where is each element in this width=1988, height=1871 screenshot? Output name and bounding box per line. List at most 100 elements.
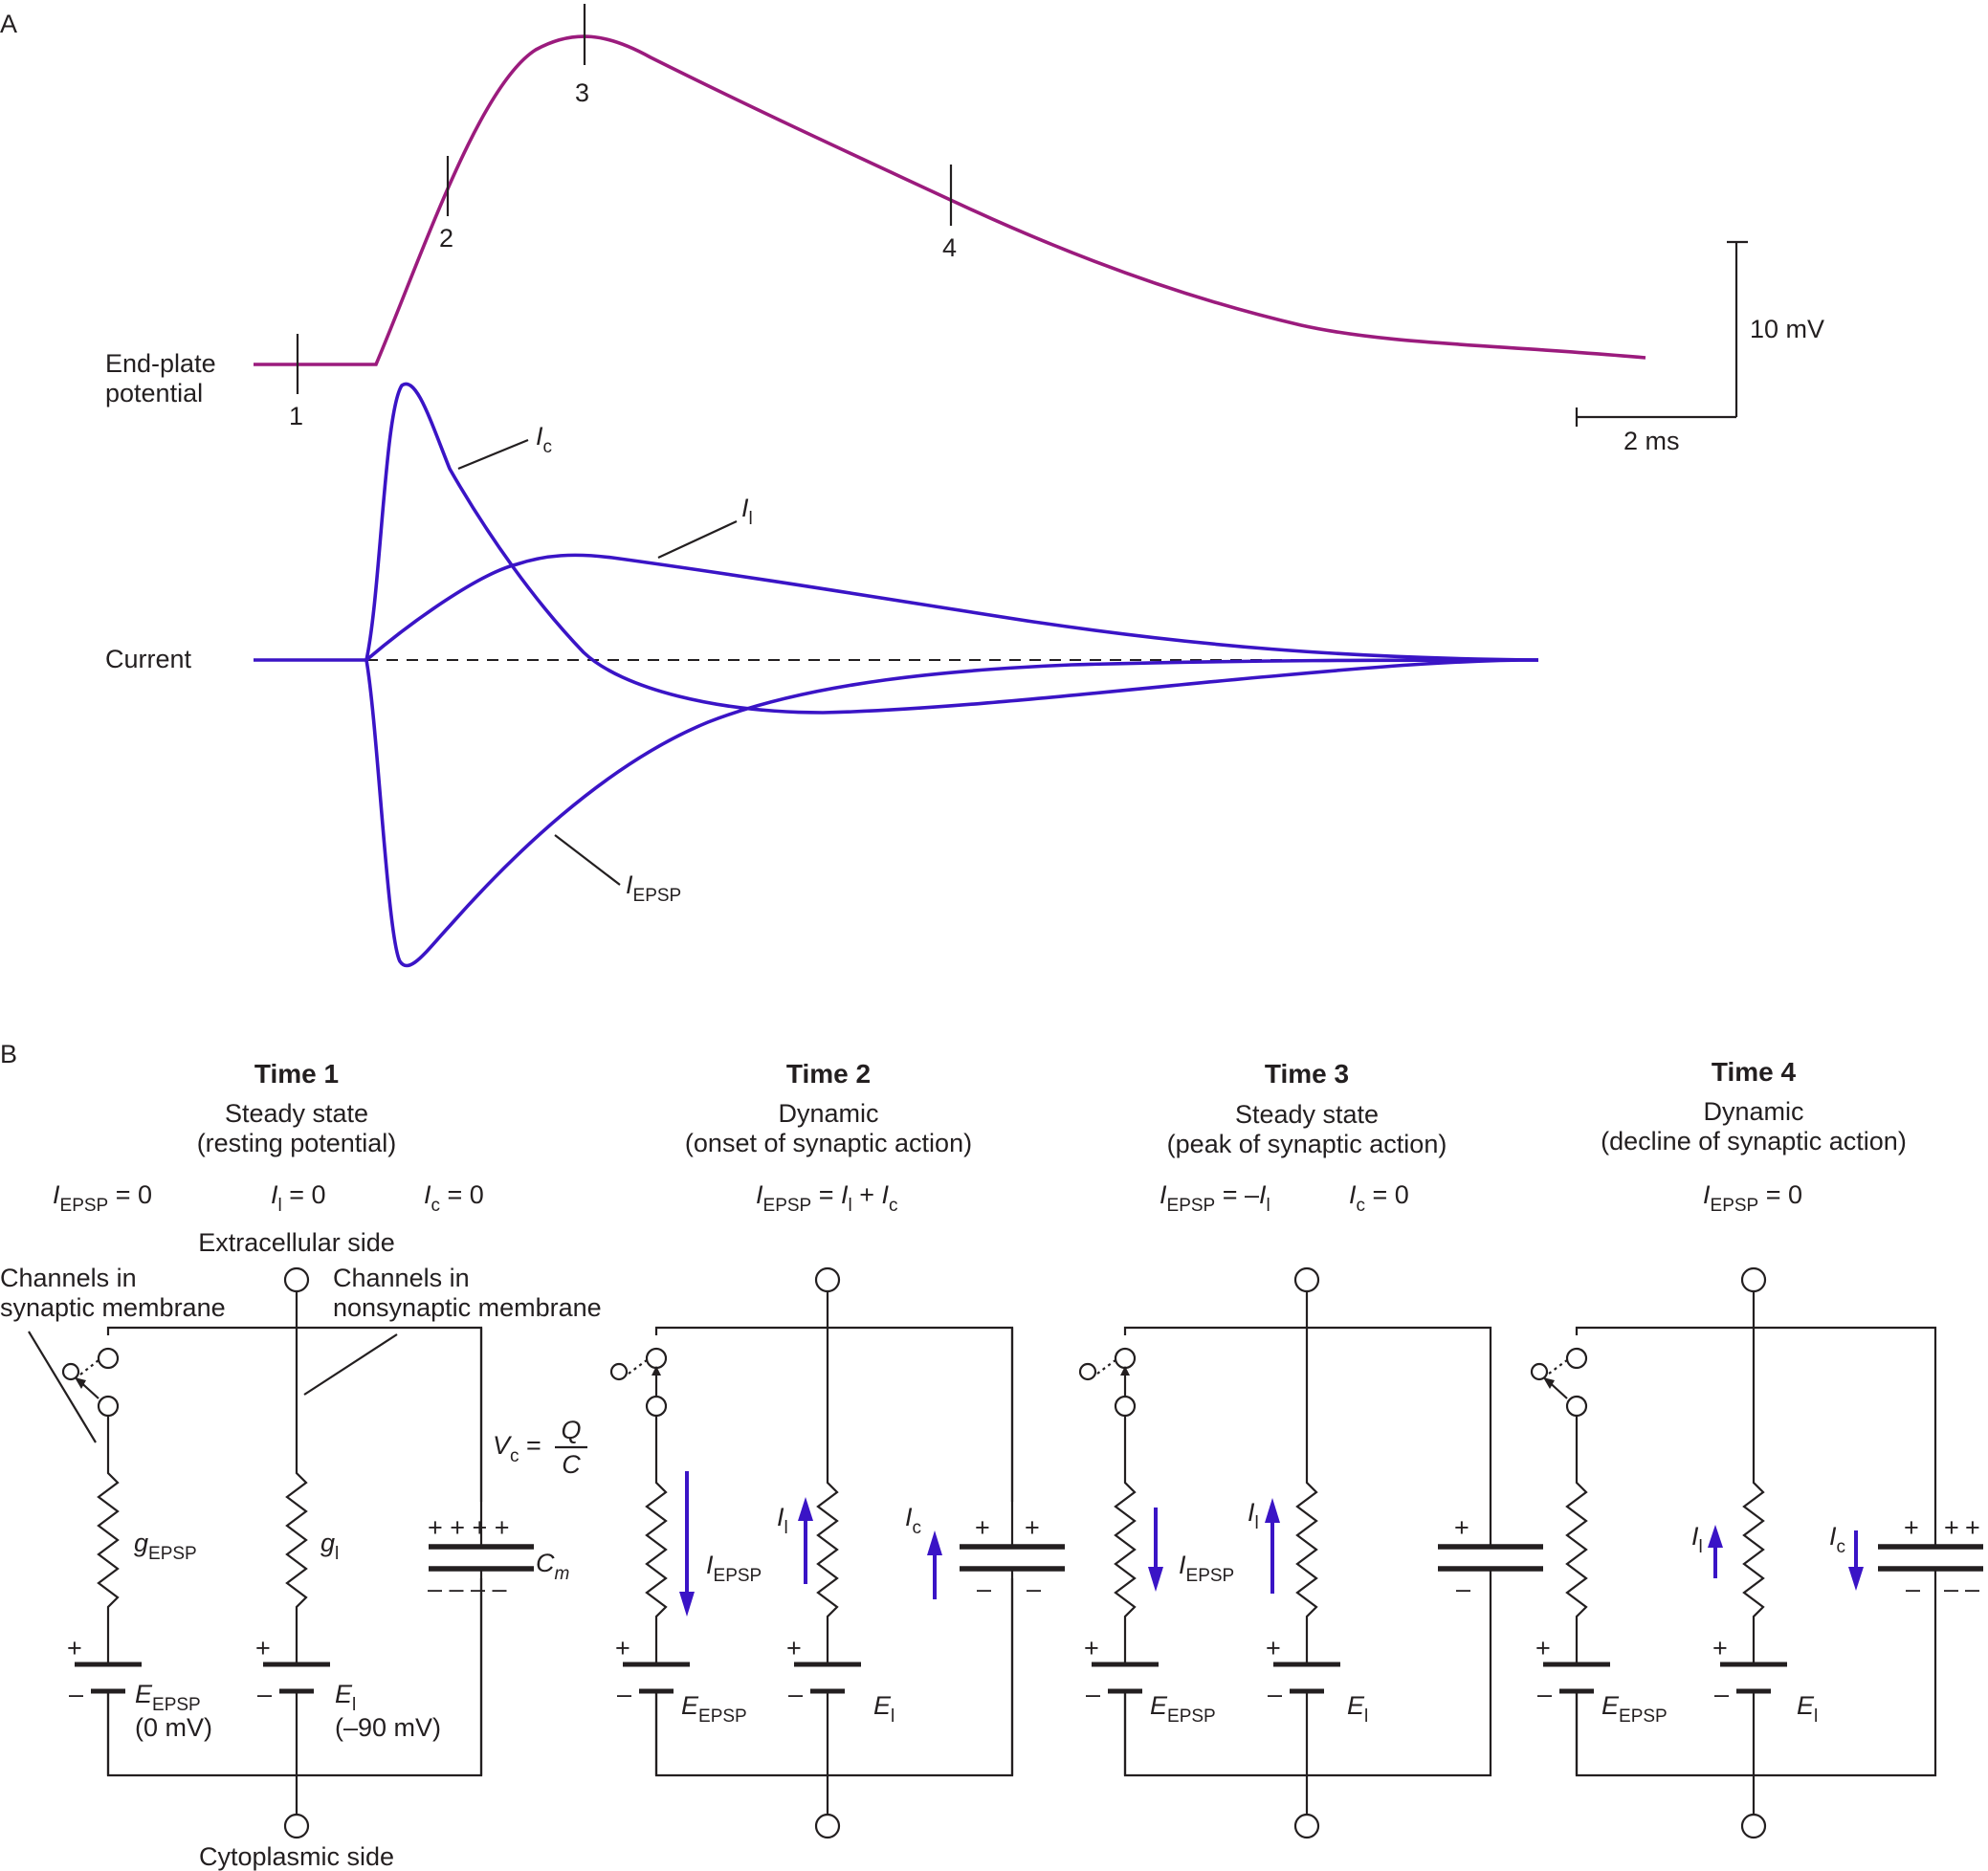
time4-equation: IEPSP = 0 — [1703, 1180, 1802, 1216]
time4-cap-plus-2: + — [1944, 1513, 1959, 1542]
tick-4-label: 4 — [942, 233, 957, 262]
time3-il-arrow — [1265, 1498, 1280, 1594]
time3-cytoplasmic-terminal — [1293, 1813, 1320, 1839]
ic-leader — [457, 438, 529, 471]
time3-g-l-resistor — [1295, 1291, 1318, 1662]
iepsp-leader — [554, 834, 621, 886]
iepsp-label: IEPSP — [626, 870, 681, 906]
il-label: Il — [741, 494, 753, 529]
time2-title: Time 2 — [786, 1059, 871, 1089]
time4-sub1: Dynamic — [1703, 1097, 1803, 1126]
time2-cap-minus-2: – — [1027, 1574, 1041, 1603]
time4-cap-minus-1: – — [1906, 1574, 1920, 1603]
time2-equation: IEPSP = Il + Ic — [756, 1180, 898, 1216]
cytoplasmic-terminal — [283, 1813, 310, 1839]
tick-2-label: 2 — [439, 224, 453, 253]
panel-a-label: A — [0, 10, 17, 38]
time3-synaptic-switch — [1078, 1347, 1137, 1418]
time4-extracellular-terminal — [1740, 1266, 1767, 1293]
time2-g-epsp-resistor — [645, 1416, 668, 1662]
time3-extracellular-terminal — [1293, 1266, 1320, 1293]
time4-il-arrow — [1708, 1525, 1723, 1578]
time4-title: Time 4 — [1712, 1057, 1797, 1087]
time1-vc-label: Vc = — [493, 1431, 541, 1466]
time2-e-l-label: El — [873, 1691, 895, 1727]
time3-ic-equation: Ic = 0 — [1349, 1180, 1409, 1216]
time4-ic-label: Ic — [1829, 1522, 1845, 1557]
il-leader — [657, 520, 738, 559]
time4-cap-minus-3: – — [1965, 1574, 1979, 1603]
extracellular-terminal — [283, 1266, 310, 1293]
time4-g-epsp-resistor — [1565, 1416, 1588, 1662]
time4-sub2: (decline of synaptic action) — [1601, 1127, 1907, 1156]
time3-g-epsp-resistor — [1114, 1416, 1137, 1662]
time3-cap-plus: + — [1454, 1513, 1469, 1542]
time4-e-l-minus: – — [1714, 1680, 1729, 1708]
time3-cap-minus: – — [1456, 1574, 1470, 1603]
scale-time-label: 2 ms — [1624, 427, 1680, 455]
tick-1-label: 1 — [289, 402, 303, 430]
extracellular-side-label: Extracellular side — [198, 1228, 395, 1257]
time1-c-label: C — [562, 1450, 581, 1479]
time2-synaptic-switch — [609, 1347, 668, 1418]
scale-bar — [1575, 240, 1748, 427]
time2-e-epsp-plus: + — [615, 1634, 630, 1662]
time4-cap-plus-1: + — [1904, 1513, 1919, 1542]
time3-panel: Time 3 Steady state (peak of synaptic ac… — [1078, 1059, 1543, 1839]
time1-capacitor-plus: + + + + — [428, 1513, 510, 1542]
time3-title: Time 3 — [1265, 1059, 1349, 1089]
leakage-current-trace — [364, 553, 1539, 662]
time2-iepsp-label: IEPSP — [706, 1551, 762, 1586]
time2-cap-plus-1: + — [975, 1513, 990, 1542]
time4-cap-plus-3: + — [1965, 1513, 1980, 1542]
time1-title: Time 1 — [254, 1059, 339, 1089]
time1-q-label: Q — [561, 1416, 581, 1444]
time1-cm-label: Cm — [536, 1549, 569, 1584]
tick-3-label: 3 — [575, 78, 589, 107]
time2-e-l-minus: – — [788, 1680, 803, 1708]
nonsynaptic-channels-label-line1: Channels in — [333, 1264, 470, 1292]
time3-sub2: (peak of synaptic action) — [1167, 1130, 1447, 1158]
time4-e-l-label: El — [1797, 1691, 1818, 1727]
time1-capacitor-minus: – – – – — [428, 1574, 507, 1603]
time4-synaptic-switch — [1530, 1347, 1588, 1418]
time2-extracellular-terminal — [814, 1266, 841, 1293]
capacitive-current-trace — [364, 382, 1539, 715]
time3-e-l-minus: – — [1268, 1680, 1282, 1708]
time1-g-l-label: gl — [320, 1529, 339, 1564]
time2-g-l-resistor — [816, 1291, 839, 1662]
time2-il-label: Il — [777, 1503, 788, 1538]
time3-il-label: Il — [1248, 1498, 1259, 1533]
time2-iepsp-arrow — [679, 1471, 695, 1617]
time1-e-l-minus: – — [257, 1680, 272, 1708]
time3-iepsp-arrow — [1148, 1508, 1163, 1592]
time4-cap-minus-2: – — [1944, 1574, 1958, 1603]
time1-e-l-plus: + — [255, 1634, 271, 1662]
time1-e-epsp-label: EEPSP — [135, 1680, 201, 1715]
time3-sub1: Steady state — [1235, 1100, 1379, 1129]
time4-e-epsp-minus: – — [1537, 1680, 1552, 1708]
time4-e-epsp-label: EEPSP — [1601, 1691, 1668, 1727]
time2-panel: Time 2 Dynamic (onset of synaptic action… — [609, 1059, 1065, 1839]
time4-panel: Time 4 Dynamic (decline of synaptic acti… — [1530, 1057, 1983, 1839]
current-label: Current — [105, 645, 192, 673]
epsp-current-trace — [364, 658, 1539, 968]
time4-e-l-plus: + — [1712, 1634, 1728, 1662]
time3-e-l-label: El — [1347, 1691, 1368, 1727]
time4-cytoplasmic-terminal — [1740, 1813, 1767, 1839]
time1-g-epsp-label: gEPSP — [134, 1529, 197, 1564]
time1-sub2: (resting potential) — [197, 1129, 397, 1157]
time3-e-epsp-plus: + — [1084, 1634, 1099, 1662]
time1-e-l-value: (–90 mV) — [335, 1713, 441, 1742]
synaptic-channels-label-line1: Channels in — [0, 1264, 137, 1292]
time2-e-epsp-minus: – — [617, 1680, 631, 1708]
time1-eq-il: Il = 0 — [271, 1180, 326, 1216]
time1-e-l-label: El — [335, 1680, 356, 1715]
time1-panel: Time 1 Steady state (resting potential) … — [0, 1059, 602, 1871]
time1-eq-iepsp: IEPSP = 0 — [53, 1180, 152, 1216]
time4-e-epsp-plus: + — [1535, 1634, 1551, 1662]
cytoplasmic-side-label: Cytoplasmic side — [199, 1842, 394, 1871]
epp-label-line1: End-plate — [105, 349, 216, 378]
time2-il-arrow — [798, 1497, 813, 1584]
